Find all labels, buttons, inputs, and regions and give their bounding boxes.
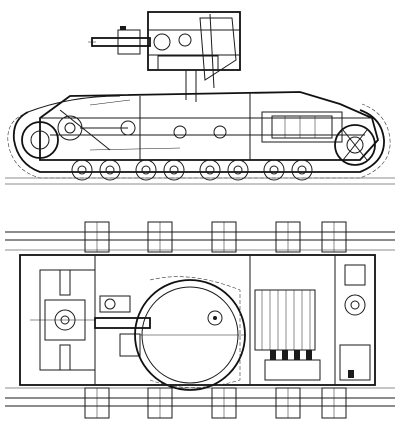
hull-side [39, 91, 379, 161]
turret [147, 11, 241, 102]
plan-view [5, 221, 395, 419]
front-drive [30, 269, 95, 371]
side-elevation-view [5, 11, 395, 185]
engine-plan [254, 289, 321, 381]
turret-ring [134, 276, 246, 391]
track-side [7, 95, 391, 179]
machine-gun [88, 26, 192, 55]
hull-plan [19, 254, 376, 386]
plan-wheels-bottom [84, 387, 347, 419]
road-wheels [21, 121, 376, 181]
plan-gun [94, 295, 151, 357]
plan-wheels-top [84, 221, 347, 253]
rear-compartment [339, 264, 371, 381]
